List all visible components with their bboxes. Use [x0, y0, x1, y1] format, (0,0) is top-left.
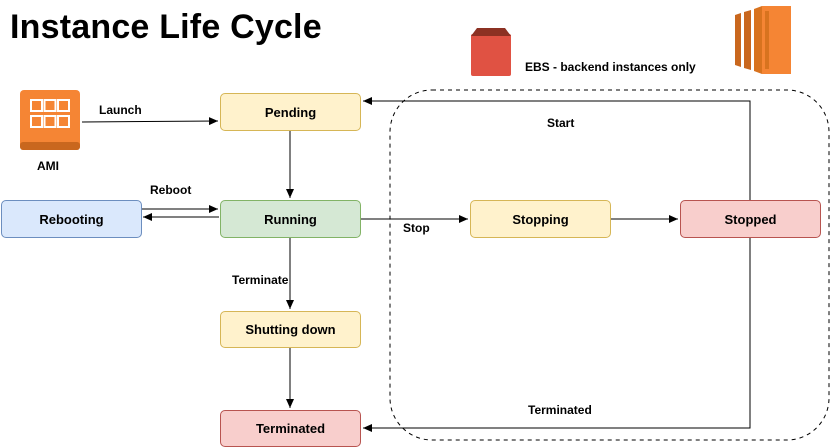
- ec2-instances-icon: [735, 3, 791, 77]
- edge-launch: [81, 117, 219, 126]
- state-pending: Pending: [220, 93, 361, 131]
- state-shutting-down: Shutting down: [220, 311, 361, 348]
- edge-stopped-terminated: [363, 238, 751, 432]
- state-stopping: Stopping: [470, 200, 611, 238]
- state-terminated: Terminated: [220, 410, 361, 447]
- edge-label-start: Start: [547, 116, 575, 130]
- edge-label-launch: Launch: [99, 103, 142, 117]
- edge-label-terminate: Terminate: [232, 273, 289, 287]
- edge-start: [363, 97, 751, 200]
- edge-label-terminated: Terminated: [528, 403, 592, 417]
- state-running: Running: [220, 200, 361, 238]
- state-rebooting: Rebooting: [1, 200, 142, 238]
- edge-label-reboot: Reboot: [150, 183, 192, 197]
- state-stopped: Stopped: [680, 200, 821, 238]
- ebs-label: EBS - backend instances only: [525, 60, 696, 74]
- diagram-title: Instance Life Cycle: [10, 8, 322, 46]
- ebs-volume-icon: [471, 28, 511, 76]
- edge-label-stop: Stop: [403, 221, 430, 235]
- ami-label: AMI: [37, 159, 59, 173]
- ebs-region: [389, 89, 830, 441]
- ami-icon: [20, 90, 80, 150]
